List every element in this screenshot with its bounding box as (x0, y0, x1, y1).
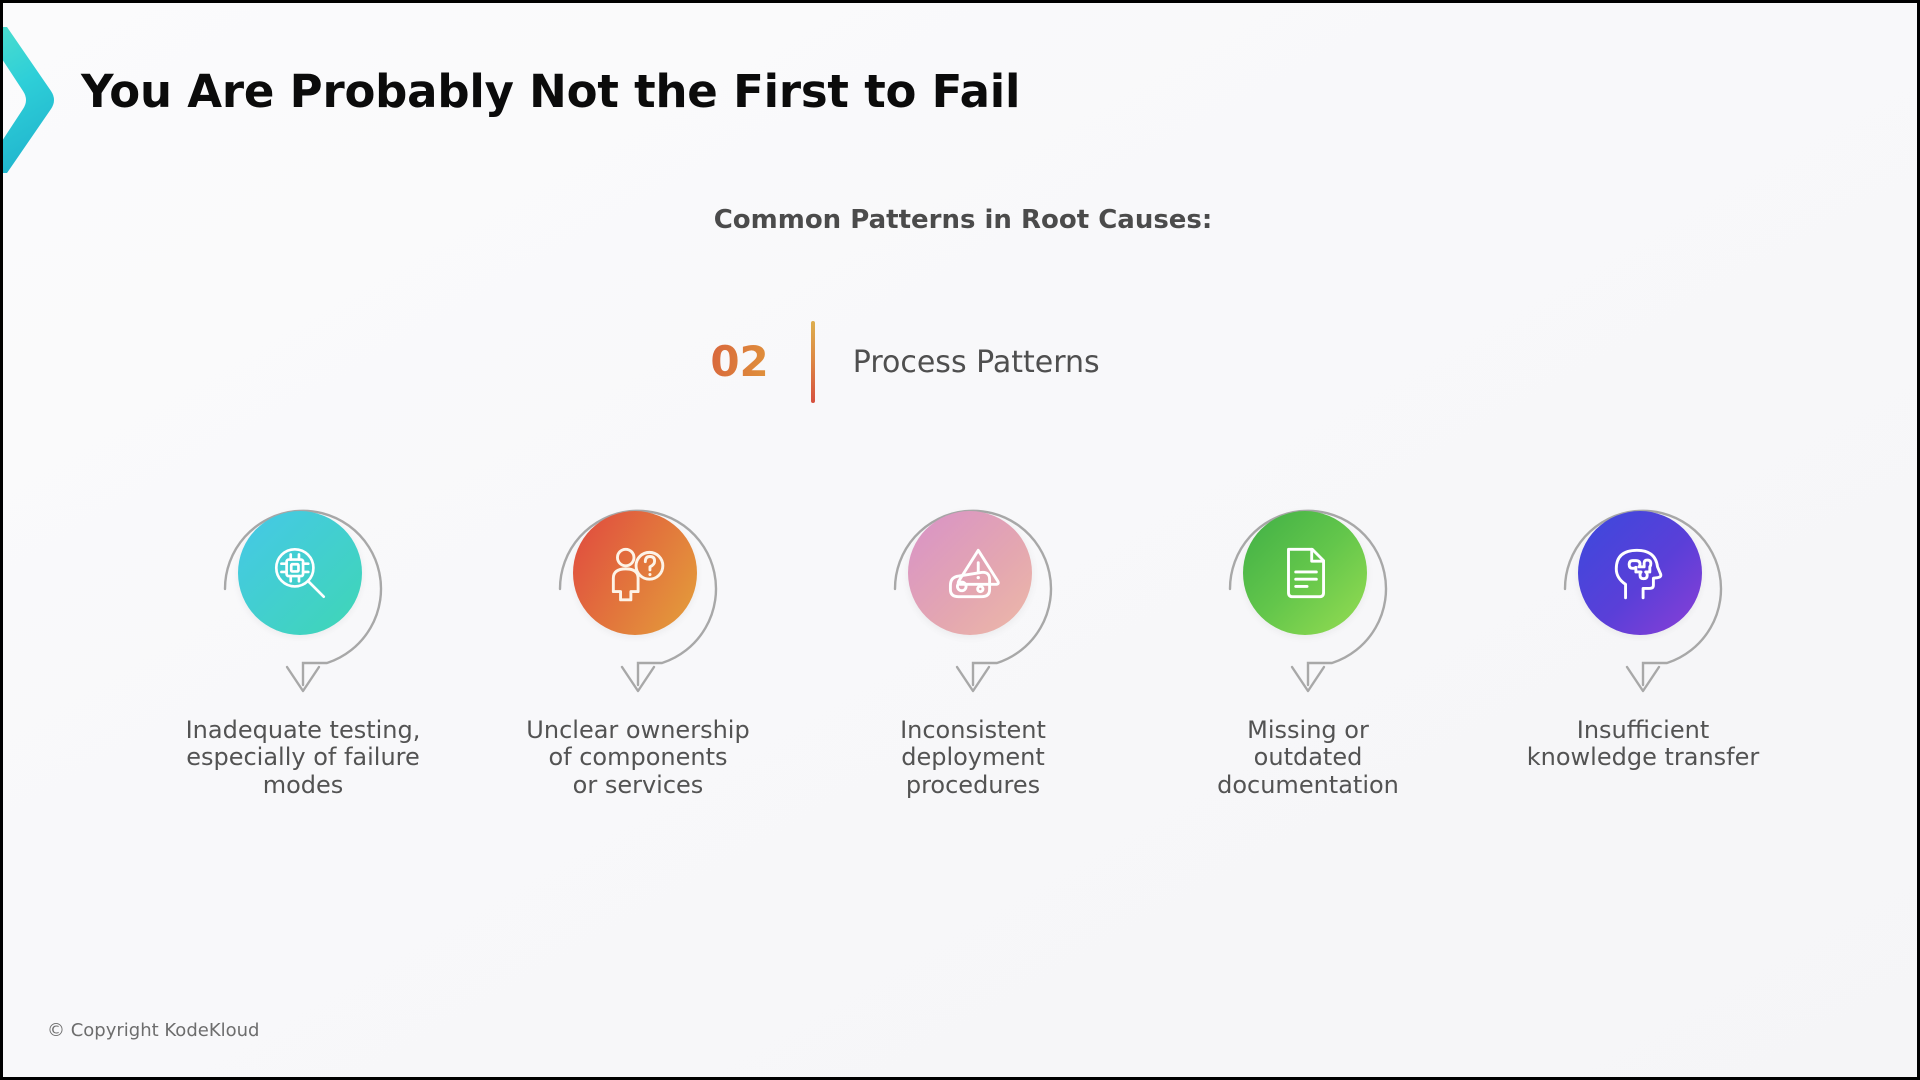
section-header: 02 Process Patterns (3, 321, 1917, 403)
arrow-arc-icon (1563, 509, 1723, 693)
pattern-card: Unclear ownership of components or servi… (488, 485, 788, 799)
arrow-arc-icon (893, 509, 1053, 693)
chevron-right-logo-icon (3, 25, 67, 175)
card-caption: Unclear ownership of components or servi… (526, 716, 750, 799)
icon-circle (238, 511, 362, 635)
person-question-icon (611, 547, 665, 602)
icon-circle (1578, 511, 1702, 635)
document-lines-icon (1287, 547, 1326, 599)
icon-wrap (1543, 485, 1743, 701)
pattern-card: Inconsistent deployment procedures (823, 485, 1123, 799)
pattern-card: Missing or outdated documentation (1158, 485, 1458, 799)
head-puzzle-icon (1614, 548, 1663, 600)
card-caption: Inconsistent deployment procedures (900, 716, 1046, 799)
arrow-arc-icon (1228, 509, 1388, 693)
arrow-arc-icon (558, 509, 718, 693)
icon-wrap (1208, 485, 1408, 701)
card-caption: Insufficient knowledge transfer (1526, 716, 1760, 772)
section-number: 02 (710, 337, 769, 386)
icon-circle (573, 511, 697, 635)
chip-magnifier-icon (274, 547, 326, 599)
pattern-card: Insufficient knowledge transfer (1493, 485, 1793, 799)
icon-circle (1243, 511, 1367, 635)
icon-wrap (538, 485, 738, 701)
page-title: You Are Probably Not the First to Fail (81, 65, 1021, 118)
pattern-card: Inadequate testing, especially of failur… (153, 485, 453, 799)
icon-circle (908, 511, 1032, 635)
subtitle: Common Patterns in Root Causes: (713, 205, 1213, 235)
section-divider (810, 321, 815, 403)
arrow-arc-icon (223, 509, 383, 693)
section-label: Process Patterns (852, 344, 1100, 380)
pattern-card-list: Inadequate testing, especially of failur… (153, 485, 1793, 799)
card-caption: Missing or outdated documentation (1217, 716, 1399, 799)
icon-wrap (203, 485, 403, 701)
copyright-footer: © Copyright KodeKloud (47, 1020, 260, 1041)
card-caption: Inadequate testing, especially of failur… (185, 716, 421, 799)
icon-wrap (873, 485, 1073, 701)
warning-deployment-icon (948, 548, 1000, 599)
